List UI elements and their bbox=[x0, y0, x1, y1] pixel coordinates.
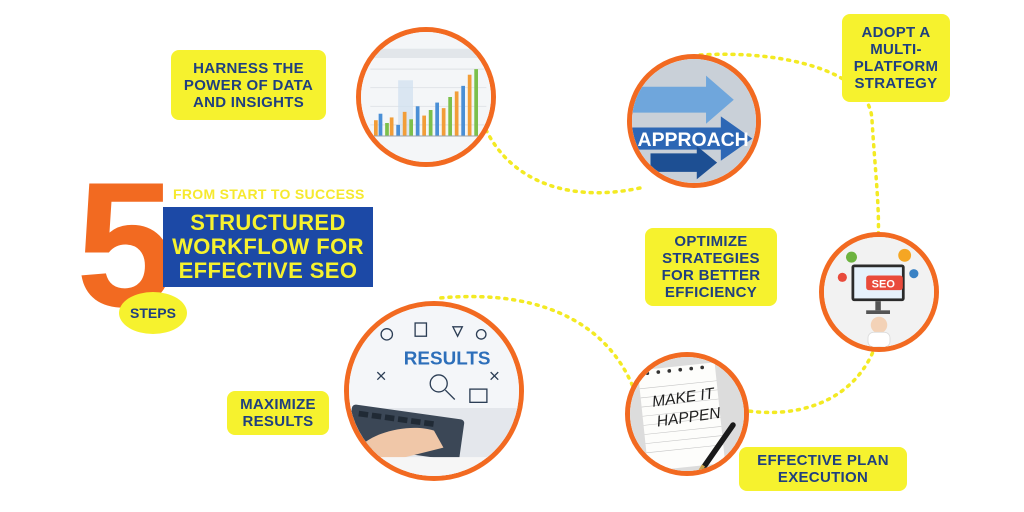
step-label-data-insights: HARNESS THE POWER OF DATA AND INSIGHTS bbox=[171, 50, 326, 120]
approach-image: APPROACH bbox=[627, 54, 761, 188]
bar-chart-graphic bbox=[361, 32, 491, 162]
connector-data-to-approach bbox=[478, 113, 642, 195]
main-title: STRUCTURED WORKFLOW FOR EFFECTIVE SEO bbox=[163, 207, 373, 287]
svg-text:SEO: SEO bbox=[872, 278, 896, 290]
step-label-multi-platform: ADOPT A MULTI- PLATFORM STRATEGY bbox=[842, 14, 950, 102]
step-label-plan-execution: EFFECTIVE PLAN EXECUTION bbox=[739, 447, 907, 491]
subtitle: FROM START TO SUCCESS bbox=[173, 186, 365, 202]
connector-approach-to-platform bbox=[698, 52, 881, 244]
steps-badge: STEPS bbox=[119, 292, 187, 334]
approach-arrows-graphic: APPROACH bbox=[632, 59, 756, 183]
connector-seo-to-plan bbox=[740, 336, 880, 415]
step-label-maximize-results: MAXIMIZE RESULTS bbox=[227, 391, 329, 435]
results-image: RESULTS bbox=[344, 301, 524, 481]
step-label-optimize: OPTIMIZE STRATEGIES FOR BETTER EFFICIENC… bbox=[645, 228, 777, 306]
svg-text:RESULTS: RESULTS bbox=[404, 349, 491, 370]
connector-plan-to-results bbox=[438, 294, 642, 410]
notepad-graphic: MAKE IT HAPPEN bbox=[630, 357, 744, 471]
seo-monitor-graphic: SEO bbox=[824, 237, 934, 347]
results-graphic: RESULTS bbox=[349, 306, 519, 476]
seo-image: SEO bbox=[819, 232, 939, 352]
data-analytics-image bbox=[356, 27, 496, 167]
make-it-happen-image: MAKE IT HAPPEN bbox=[625, 352, 749, 476]
svg-text:APPROACH: APPROACH bbox=[638, 129, 749, 151]
